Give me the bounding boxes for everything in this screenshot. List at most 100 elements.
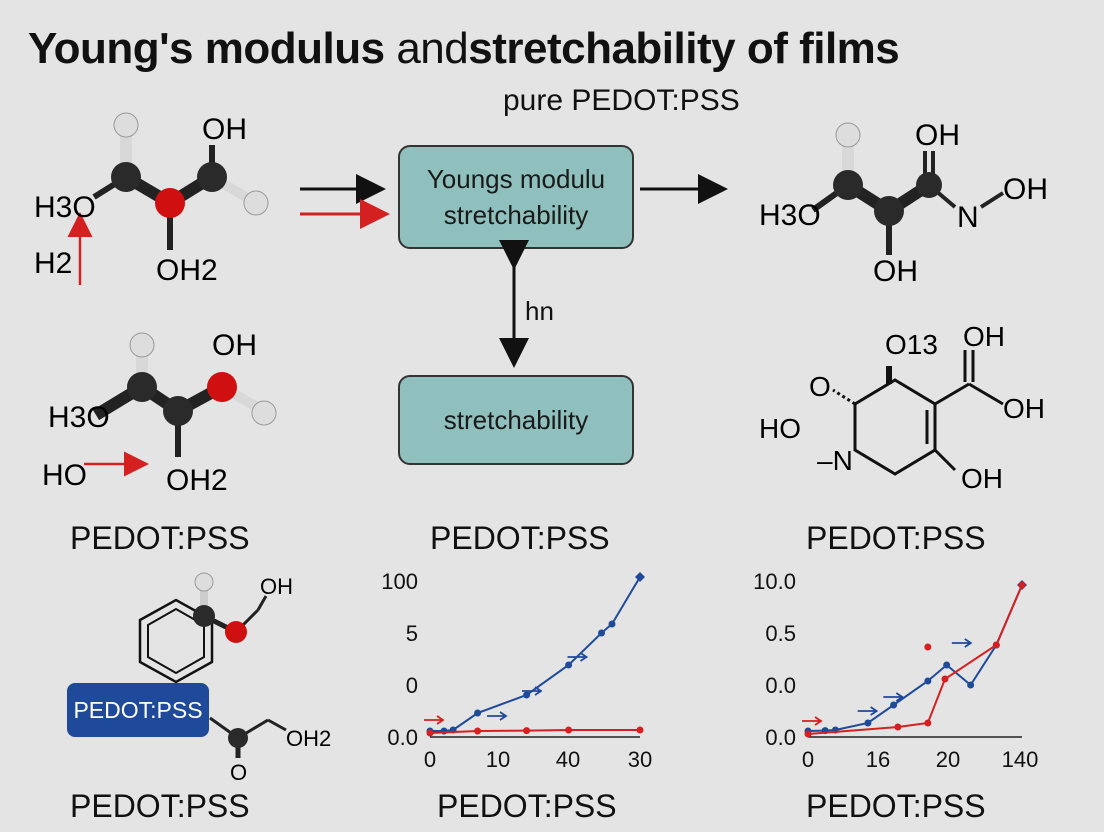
data-point xyxy=(523,691,531,699)
data-point xyxy=(890,701,898,709)
label-h2: H2 xyxy=(34,247,72,280)
annotation-arrow xyxy=(883,692,904,702)
series-line-0 xyxy=(807,584,1023,732)
caption-row2-right: PEDOT:PSS xyxy=(806,788,986,824)
data-point xyxy=(523,727,531,735)
arrow-label: hn xyxy=(525,296,554,326)
x-tick-label: 20 xyxy=(936,747,960,772)
x-tick-label: 30 xyxy=(628,747,652,772)
data-point xyxy=(635,572,645,582)
molecule-bottom-left: OH OH2 O xyxy=(138,572,331,785)
label-oh-bottom: OH xyxy=(961,463,1003,494)
x-tick-label: 140 xyxy=(1002,747,1039,772)
label-oh: OH xyxy=(212,329,257,362)
box-label: stretchability xyxy=(443,405,589,435)
caption-row2-mid: PEDOT:PSS xyxy=(437,788,617,824)
label-oh-right: OH xyxy=(1003,393,1045,424)
data-point xyxy=(967,681,975,689)
title-part-2: and xyxy=(396,24,469,73)
data-point xyxy=(941,675,949,683)
label-oh2: OH2 xyxy=(286,726,331,751)
label-h3o: H3O xyxy=(48,401,110,434)
data-point xyxy=(598,629,605,637)
series-line-0 xyxy=(430,576,641,732)
molecule-mid-left: OH H3O HO OH2 xyxy=(42,329,277,497)
label-o13: O13 xyxy=(885,329,938,360)
molecule-mid-right: O13 OH OH O HO –N OH xyxy=(759,321,1045,494)
series-line-1 xyxy=(807,584,1023,735)
label-oh-top: OH xyxy=(915,119,960,152)
x-tick-label: 40 xyxy=(556,747,580,772)
y-tick-label: 0.0 xyxy=(765,673,796,698)
data-point xyxy=(804,730,812,738)
annotation-arrow xyxy=(567,652,589,662)
data-point xyxy=(924,719,932,727)
label-oh-right: OH xyxy=(1003,173,1048,206)
y-tick-label: 10.0 xyxy=(753,569,796,594)
label-ho: HO xyxy=(759,413,801,444)
label-oh: OH xyxy=(202,113,247,146)
molecule-top-right: OH N OH H3O OH xyxy=(759,119,1048,288)
caption-row1-right: PEDOT:PSS xyxy=(806,520,986,556)
box-line-2: stretchability xyxy=(443,200,589,230)
annotation-arrow xyxy=(424,715,445,725)
y-tick-label: 100 xyxy=(381,569,418,594)
series-line-1 xyxy=(429,729,640,734)
data-point xyxy=(474,709,482,717)
title-part-1: Young's modulus xyxy=(28,24,385,73)
data-point xyxy=(1018,581,1026,589)
data-point xyxy=(943,661,951,669)
label-h3o: H3O xyxy=(34,191,96,224)
label-oh-top: OH xyxy=(963,321,1005,352)
y-tick-label: 0 xyxy=(406,673,418,698)
y-tick-label: 0.0 xyxy=(387,725,418,750)
data-point xyxy=(636,726,644,734)
data-point xyxy=(864,719,872,727)
subtitle: pure PEDOT:PSS xyxy=(503,84,740,117)
caption-row2-left: PEDOT:PSS xyxy=(70,788,250,824)
data-point xyxy=(924,643,932,651)
label-oh-bottom: OH xyxy=(873,255,918,288)
stretchability-box: stretchability xyxy=(398,375,634,465)
annotation-arrow xyxy=(857,706,879,716)
youngs-modulus-box: Youngs modulu stretchability xyxy=(398,145,634,249)
data-point xyxy=(426,729,434,737)
caption-row1-left: PEDOT:PSS xyxy=(70,520,250,556)
label-oh: OH xyxy=(260,574,293,599)
annotation-arrow xyxy=(951,638,973,648)
x-tick-label: 16 xyxy=(866,747,890,772)
label-n: N xyxy=(957,201,979,234)
data-point xyxy=(474,727,482,735)
annotation-arrow xyxy=(802,716,823,726)
box-line-1: Youngs modulu xyxy=(426,164,606,194)
caption-row1-mid: PEDOT:PSS xyxy=(430,520,610,556)
x-tick-label: 0 xyxy=(802,747,814,772)
x-tick-label: 10 xyxy=(486,747,510,772)
label-h3o: H3O xyxy=(759,199,821,232)
label-ho: HO xyxy=(42,459,87,492)
data-point xyxy=(992,641,1000,649)
label-n: –N xyxy=(817,445,853,476)
data-point xyxy=(608,620,616,628)
title-part-3: stretchability of films xyxy=(468,24,900,73)
data-point xyxy=(565,661,573,669)
data-point xyxy=(894,723,902,731)
data-point xyxy=(924,677,932,685)
y-tick-label: 0.0 xyxy=(765,725,796,750)
page-title: Young's modulus andstretchability of fil… xyxy=(28,24,900,74)
data-point xyxy=(565,726,573,734)
pedot-pss-badge: PEDOT:PSS xyxy=(67,683,209,737)
label-o: O xyxy=(230,760,247,785)
y-tick-label: 0.5 xyxy=(765,621,796,646)
label-o: O xyxy=(809,371,831,402)
label-oh2: OH2 xyxy=(166,464,228,497)
x-tick-label: 0 xyxy=(424,747,436,772)
label-oh2: OH2 xyxy=(156,254,218,287)
y-tick-label: 5 xyxy=(406,621,418,646)
molecule-top-left: OH H3O H2 OH2 xyxy=(34,112,269,287)
annotation-arrow xyxy=(522,686,543,696)
annotation-arrow xyxy=(487,711,508,721)
chart-right: 0 16 20 140 0.0 0.0 0.5 10.0 xyxy=(753,569,1039,772)
